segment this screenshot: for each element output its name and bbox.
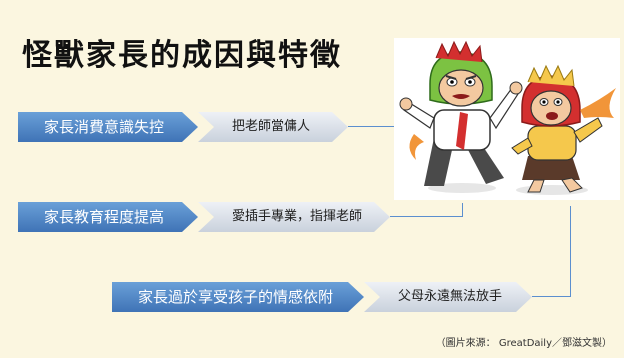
connector-line-1	[348, 126, 404, 127]
cause-arrow: 家長教育程度提高	[18, 202, 198, 232]
effect-arrow: 父母永遠無法放手	[364, 282, 532, 312]
page-title: 怪獸家長的成因與特徵	[22, 38, 342, 73]
connector-line-3	[532, 206, 571, 297]
effect-arrow: 把老師當傭人	[198, 112, 348, 142]
cause-effect-row-3: 家長過於享受孩子的情感依附 父母永遠無法放手	[112, 282, 532, 312]
angry-father-figure	[399, 40, 523, 193]
cause-effect-row-2: 家長教育程度提高 愛插手專業，指揮老師	[18, 202, 390, 232]
connector-line-2	[390, 203, 463, 217]
cause-effect-row-1: 家長消費意識失控 把老師當傭人	[18, 112, 348, 142]
cause-arrow: 家長過於享受孩子的情感依附	[112, 282, 364, 312]
cause-arrow: 家長消費意識失控	[18, 112, 198, 142]
angry-mother-figure	[511, 64, 616, 195]
monster-parents-illustration-graphic	[399, 40, 616, 195]
effect-arrow: 愛插手專業，指揮老師	[198, 202, 390, 232]
image-source-caption: （圖片來源： GreatDaily／鄧滋文製）	[435, 338, 612, 349]
monster-parents-illustration	[394, 38, 620, 200]
